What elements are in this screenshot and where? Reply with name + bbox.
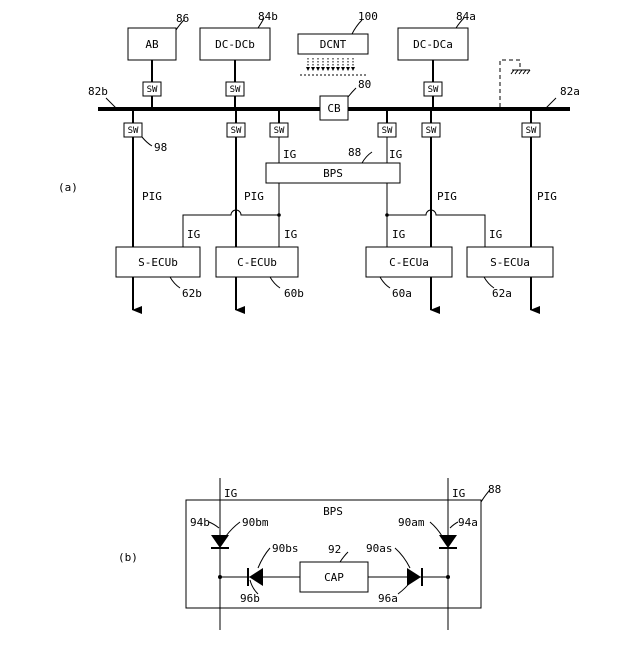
ref-88-a: 88 bbox=[348, 146, 361, 159]
ref-62b: 62b bbox=[182, 287, 202, 300]
ig-label-secub: IG bbox=[187, 228, 200, 241]
ig-label-left-b: IG bbox=[224, 487, 237, 500]
dcdc-a-label: DC-DCa bbox=[413, 38, 453, 51]
ref-90bs: 90bs bbox=[272, 542, 299, 555]
dcnt-signal-arrowhead bbox=[351, 67, 355, 71]
ig-label-secua: IG bbox=[489, 228, 502, 241]
junction-a bbox=[385, 213, 389, 217]
sw-ab-label: SW bbox=[147, 85, 158, 95]
ref-100: 100 bbox=[358, 10, 378, 23]
ig-bps-in-b: IG bbox=[283, 148, 296, 161]
ref-88-b: 88 bbox=[488, 483, 501, 496]
leader-62b bbox=[170, 277, 180, 288]
bps-label: BPS bbox=[323, 167, 343, 180]
ref-80: 80 bbox=[358, 78, 371, 91]
junction-right-b bbox=[446, 575, 450, 579]
dcnt-signal-arrowhead bbox=[346, 67, 350, 71]
ref-84b: 84b bbox=[258, 10, 278, 23]
leader-60a bbox=[380, 277, 390, 288]
ref-84a: 84a bbox=[456, 10, 476, 23]
ab-label: AB bbox=[145, 38, 159, 51]
cecu-a-label: C-ECUa bbox=[389, 256, 429, 269]
sw-dcdca-label: SW bbox=[428, 85, 439, 95]
ig-label-right-b: IG bbox=[452, 487, 465, 500]
dcnt-signal-arrows bbox=[300, 58, 366, 75]
leader-60b bbox=[270, 277, 280, 288]
secu-b-label: S-ECUb bbox=[138, 256, 178, 269]
sw-secua-label: SW bbox=[526, 126, 537, 136]
sw-cecua-label: SW bbox=[426, 126, 437, 136]
cecu-b-label: C-ECUb bbox=[237, 256, 277, 269]
ref-92: 92 bbox=[328, 543, 341, 556]
dcnt-signal-arrowhead bbox=[341, 67, 345, 71]
ref-96b: 96b bbox=[240, 592, 260, 605]
ig-bps-in-a: IG bbox=[389, 148, 402, 161]
secu-a-label: S-ECUa bbox=[490, 256, 530, 269]
ref-62a: 62a bbox=[492, 287, 512, 300]
dcnt-signal-arrowhead bbox=[336, 67, 340, 71]
sw-bps-b-label: SW bbox=[274, 126, 285, 136]
leader-88-a bbox=[362, 152, 372, 163]
ref-60a: 60a bbox=[392, 287, 412, 300]
dcnt-signal-arrowhead bbox=[311, 67, 315, 71]
junction-b bbox=[277, 213, 281, 217]
dcnt-signal-arrowhead bbox=[316, 67, 320, 71]
sw-cecub-label: SW bbox=[231, 126, 242, 136]
ref-90bm: 90bm bbox=[242, 516, 269, 529]
pig-label-cecub: PIG bbox=[244, 190, 264, 203]
dcnt-label: DCNT bbox=[320, 38, 347, 51]
ref-90am: 90am bbox=[398, 516, 425, 529]
ref-94a: 94a bbox=[458, 516, 478, 529]
pig-label-secua: PIG bbox=[537, 190, 557, 203]
dcdc-b-label: DC-DCb bbox=[215, 38, 255, 51]
sw-bps-a-label: SW bbox=[382, 126, 393, 136]
sw-98-label: SW bbox=[128, 126, 139, 136]
ref-86: 86 bbox=[176, 12, 189, 25]
ref-60b: 60b bbox=[284, 287, 304, 300]
ref-98: 98 bbox=[154, 141, 167, 154]
panel-label-a: (a) bbox=[58, 181, 78, 194]
cap-label: CAP bbox=[324, 571, 344, 584]
leader-82b bbox=[106, 98, 116, 108]
ig-label-cecub: IG bbox=[284, 228, 297, 241]
ref-96a: 96a bbox=[378, 592, 398, 605]
pig-label-secub: PIG bbox=[142, 190, 162, 203]
ref-90as: 90as bbox=[366, 542, 393, 555]
dcnt-signal-arrowhead bbox=[306, 67, 310, 71]
dcnt-signal-arrowhead bbox=[321, 67, 325, 71]
dashed-ground-wire bbox=[500, 60, 520, 107]
junction-left-b bbox=[218, 575, 222, 579]
cb-label: CB bbox=[327, 102, 341, 115]
ref-82b: 82b bbox=[88, 85, 108, 98]
panel-label-b: (b) bbox=[118, 551, 138, 564]
sw-dcdcb-label: SW bbox=[230, 85, 241, 95]
leader-82a bbox=[546, 98, 556, 108]
leader-98 bbox=[142, 137, 152, 146]
ref-82a: 82a bbox=[560, 85, 580, 98]
leader-80 bbox=[348, 88, 356, 97]
pig-label-cecua: PIG bbox=[437, 190, 457, 203]
dcnt-signal-arrowhead bbox=[326, 67, 330, 71]
ref-94b: 94b bbox=[190, 516, 210, 529]
ig-label-cecua: IG bbox=[392, 228, 405, 241]
dcnt-signal-arrowhead bbox=[331, 67, 335, 71]
bps-label-b: BPS bbox=[323, 505, 343, 518]
ground-hatch bbox=[511, 70, 530, 74]
